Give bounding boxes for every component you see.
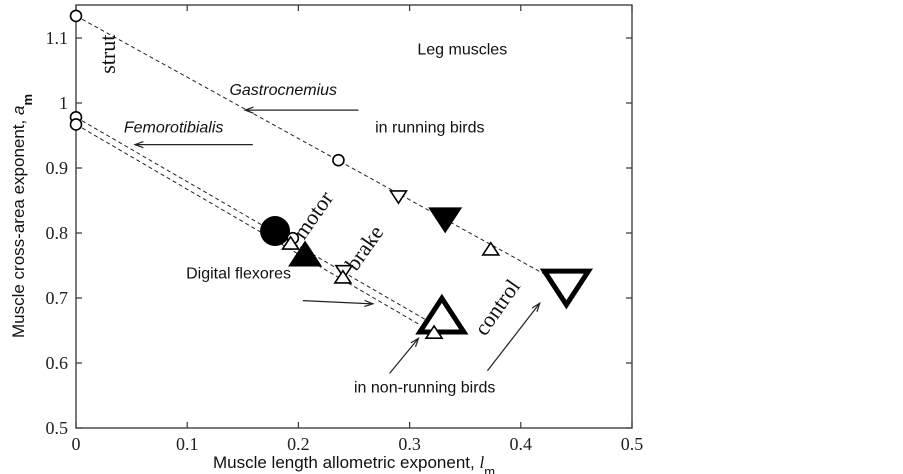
femorotibialis-arrow-head — [133, 140, 144, 149]
leg-muscles-label: Leg muscles — [417, 41, 507, 58]
axes-frame — [75, 4, 633, 429]
y-tick-label: 0.9 — [46, 158, 69, 178]
annotation-arrows — [133, 106, 541, 374]
x-tick-label: 0.5 — [621, 434, 644, 454]
dashed-lines — [75, 15, 545, 326]
non-running-arrow-1-head — [410, 336, 420, 347]
motor-label: motor — [288, 186, 339, 244]
femorotibialis-line — [75, 116, 426, 320]
x-tick-label: 0.1 — [176, 434, 199, 454]
tick-labels: 0 0.1 0.2 0.3 0.4 0.5 0.5 0.6 0.7 0.8 0.9 1 1.1 — [46, 28, 644, 454]
digital-flexores-arrow-head — [364, 299, 375, 308]
x-tick-label: 0 — [72, 434, 81, 454]
control-large-open-triangle-down — [539, 268, 594, 310]
y-tick-label: 0.8 — [46, 223, 69, 243]
x-tick-label: 0.3 — [398, 434, 421, 454]
y-tick-label: 1.1 — [46, 28, 69, 48]
y-axis-label: Muscle cross-area exponent, am — [9, 94, 35, 338]
y-tick-label: 0.7 — [46, 288, 69, 308]
plot-border — [75, 4, 633, 429]
gastrocnemius-arrow-head — [243, 106, 254, 114]
control-label: control — [469, 274, 525, 339]
motor-open-triangle-up — [281, 235, 301, 250]
y-tick-label: 0.6 — [46, 353, 69, 373]
axis-ticks — [75, 5, 633, 429]
y-tick-label: 1 — [59, 93, 68, 113]
gastrocnemius-open-triangle-down — [389, 190, 408, 205]
data-markers — [69, 9, 594, 339]
x-axis-label: Muscle length allometric exponent, lm — [213, 453, 495, 474]
digital-flexores-arrow — [302, 300, 373, 305]
gastrocnemius-label: Gastrocnemius — [229, 82, 337, 99]
digital-flexores-line — [75, 124, 421, 326]
motor-filled-circle — [260, 216, 291, 247]
gastrocnemius-open-triangle-up — [481, 241, 501, 256]
non-running-arrow-2-head — [531, 301, 541, 312]
digital-flexores-strut — [69, 118, 83, 131]
brake-filled-triangle-up — [288, 240, 323, 267]
control-small-open-triangle-up — [424, 324, 444, 339]
non-running-arrow-2 — [486, 302, 541, 372]
non-running-arrow-1 — [389, 337, 419, 374]
in-running-birds-label: in running birds — [375, 119, 484, 136]
gastrocnemius-open-circle — [332, 153, 345, 167]
x-tick-label: 0.4 — [510, 434, 533, 454]
in-non-running-birds-label: in non-running birds — [354, 379, 495, 396]
gastrocnemius-strut — [69, 9, 83, 23]
digital-flexores-label: Digital flexores — [186, 266, 291, 283]
y-tick-label: 0.5 — [46, 418, 69, 438]
strut-label: strut — [95, 35, 120, 74]
femorotibialis-label: Femorotibialis — [124, 119, 224, 136]
control-large-open-triangle-up — [415, 293, 469, 335]
brake-label: brake — [340, 221, 389, 275]
gastrocnemius-line — [75, 15, 545, 275]
gastrocnemius-filled-triangle-down — [428, 207, 463, 234]
x-tick-label: 0.2 — [287, 434, 310, 454]
brake-open-triangle-up — [333, 269, 353, 284]
